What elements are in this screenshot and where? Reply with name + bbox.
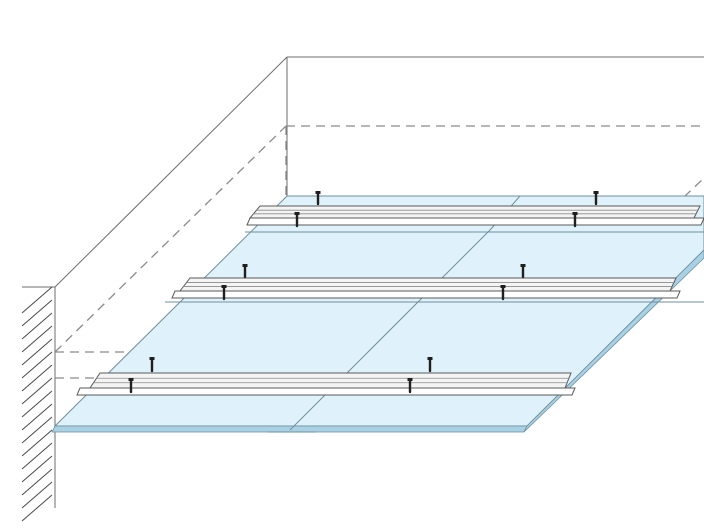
fixing-screw [593, 191, 599, 206]
wall-hatch-line [21, 468, 53, 496]
furring-profile [76, 372, 576, 396]
wall-hatch-line [21, 481, 53, 509]
profile-flange [246, 217, 704, 226]
profile-flange [76, 387, 576, 396]
wall-hatch-line [21, 312, 53, 340]
fixing-screw [427, 357, 433, 373]
room-outline [54, 56, 704, 508]
wall-hatch-line [21, 377, 53, 405]
wall-hatch-line [21, 351, 53, 379]
fixing-screw [520, 264, 526, 279]
fixing-screw [149, 357, 155, 373]
wall-hatch-line [21, 338, 53, 366]
furring-profile [171, 277, 681, 299]
fixing-screw [572, 212, 578, 228]
fixing-screw [242, 264, 248, 279]
fixing-screw [315, 191, 321, 206]
wall-hatch-line [21, 403, 53, 431]
wall-hatch-line [21, 286, 53, 314]
wall-hatch-line [21, 299, 53, 327]
profile-flange [171, 290, 681, 299]
ceiling-boards [51, 195, 704, 433]
furring-profiles [76, 205, 704, 396]
wall-hatch-line [21, 494, 53, 522]
wall-hatch-line [21, 416, 53, 444]
wall-hatch-line [21, 390, 53, 418]
wall-hatch-line [21, 325, 53, 353]
board-seam [289, 229, 491, 431]
fixing-screw [221, 285, 227, 301]
wall-hatch-line [21, 455, 53, 483]
wall-hatch-line [21, 429, 53, 457]
profile-top-face [248, 205, 701, 219]
fixing-screws [128, 191, 599, 394]
wall-hatch-line [21, 364, 53, 392]
fixing-screw [407, 378, 413, 394]
fixing-screw [294, 212, 300, 228]
profile-top-face [89, 372, 572, 389]
wall-hatch-line [21, 442, 53, 470]
board-edge-front [51, 425, 528, 433]
fixing-screw [500, 285, 506, 301]
profile-top-face [178, 277, 677, 292]
fixing-screw [128, 378, 134, 394]
furring-profile [246, 205, 704, 226]
hatched-wall [21, 286, 55, 522]
